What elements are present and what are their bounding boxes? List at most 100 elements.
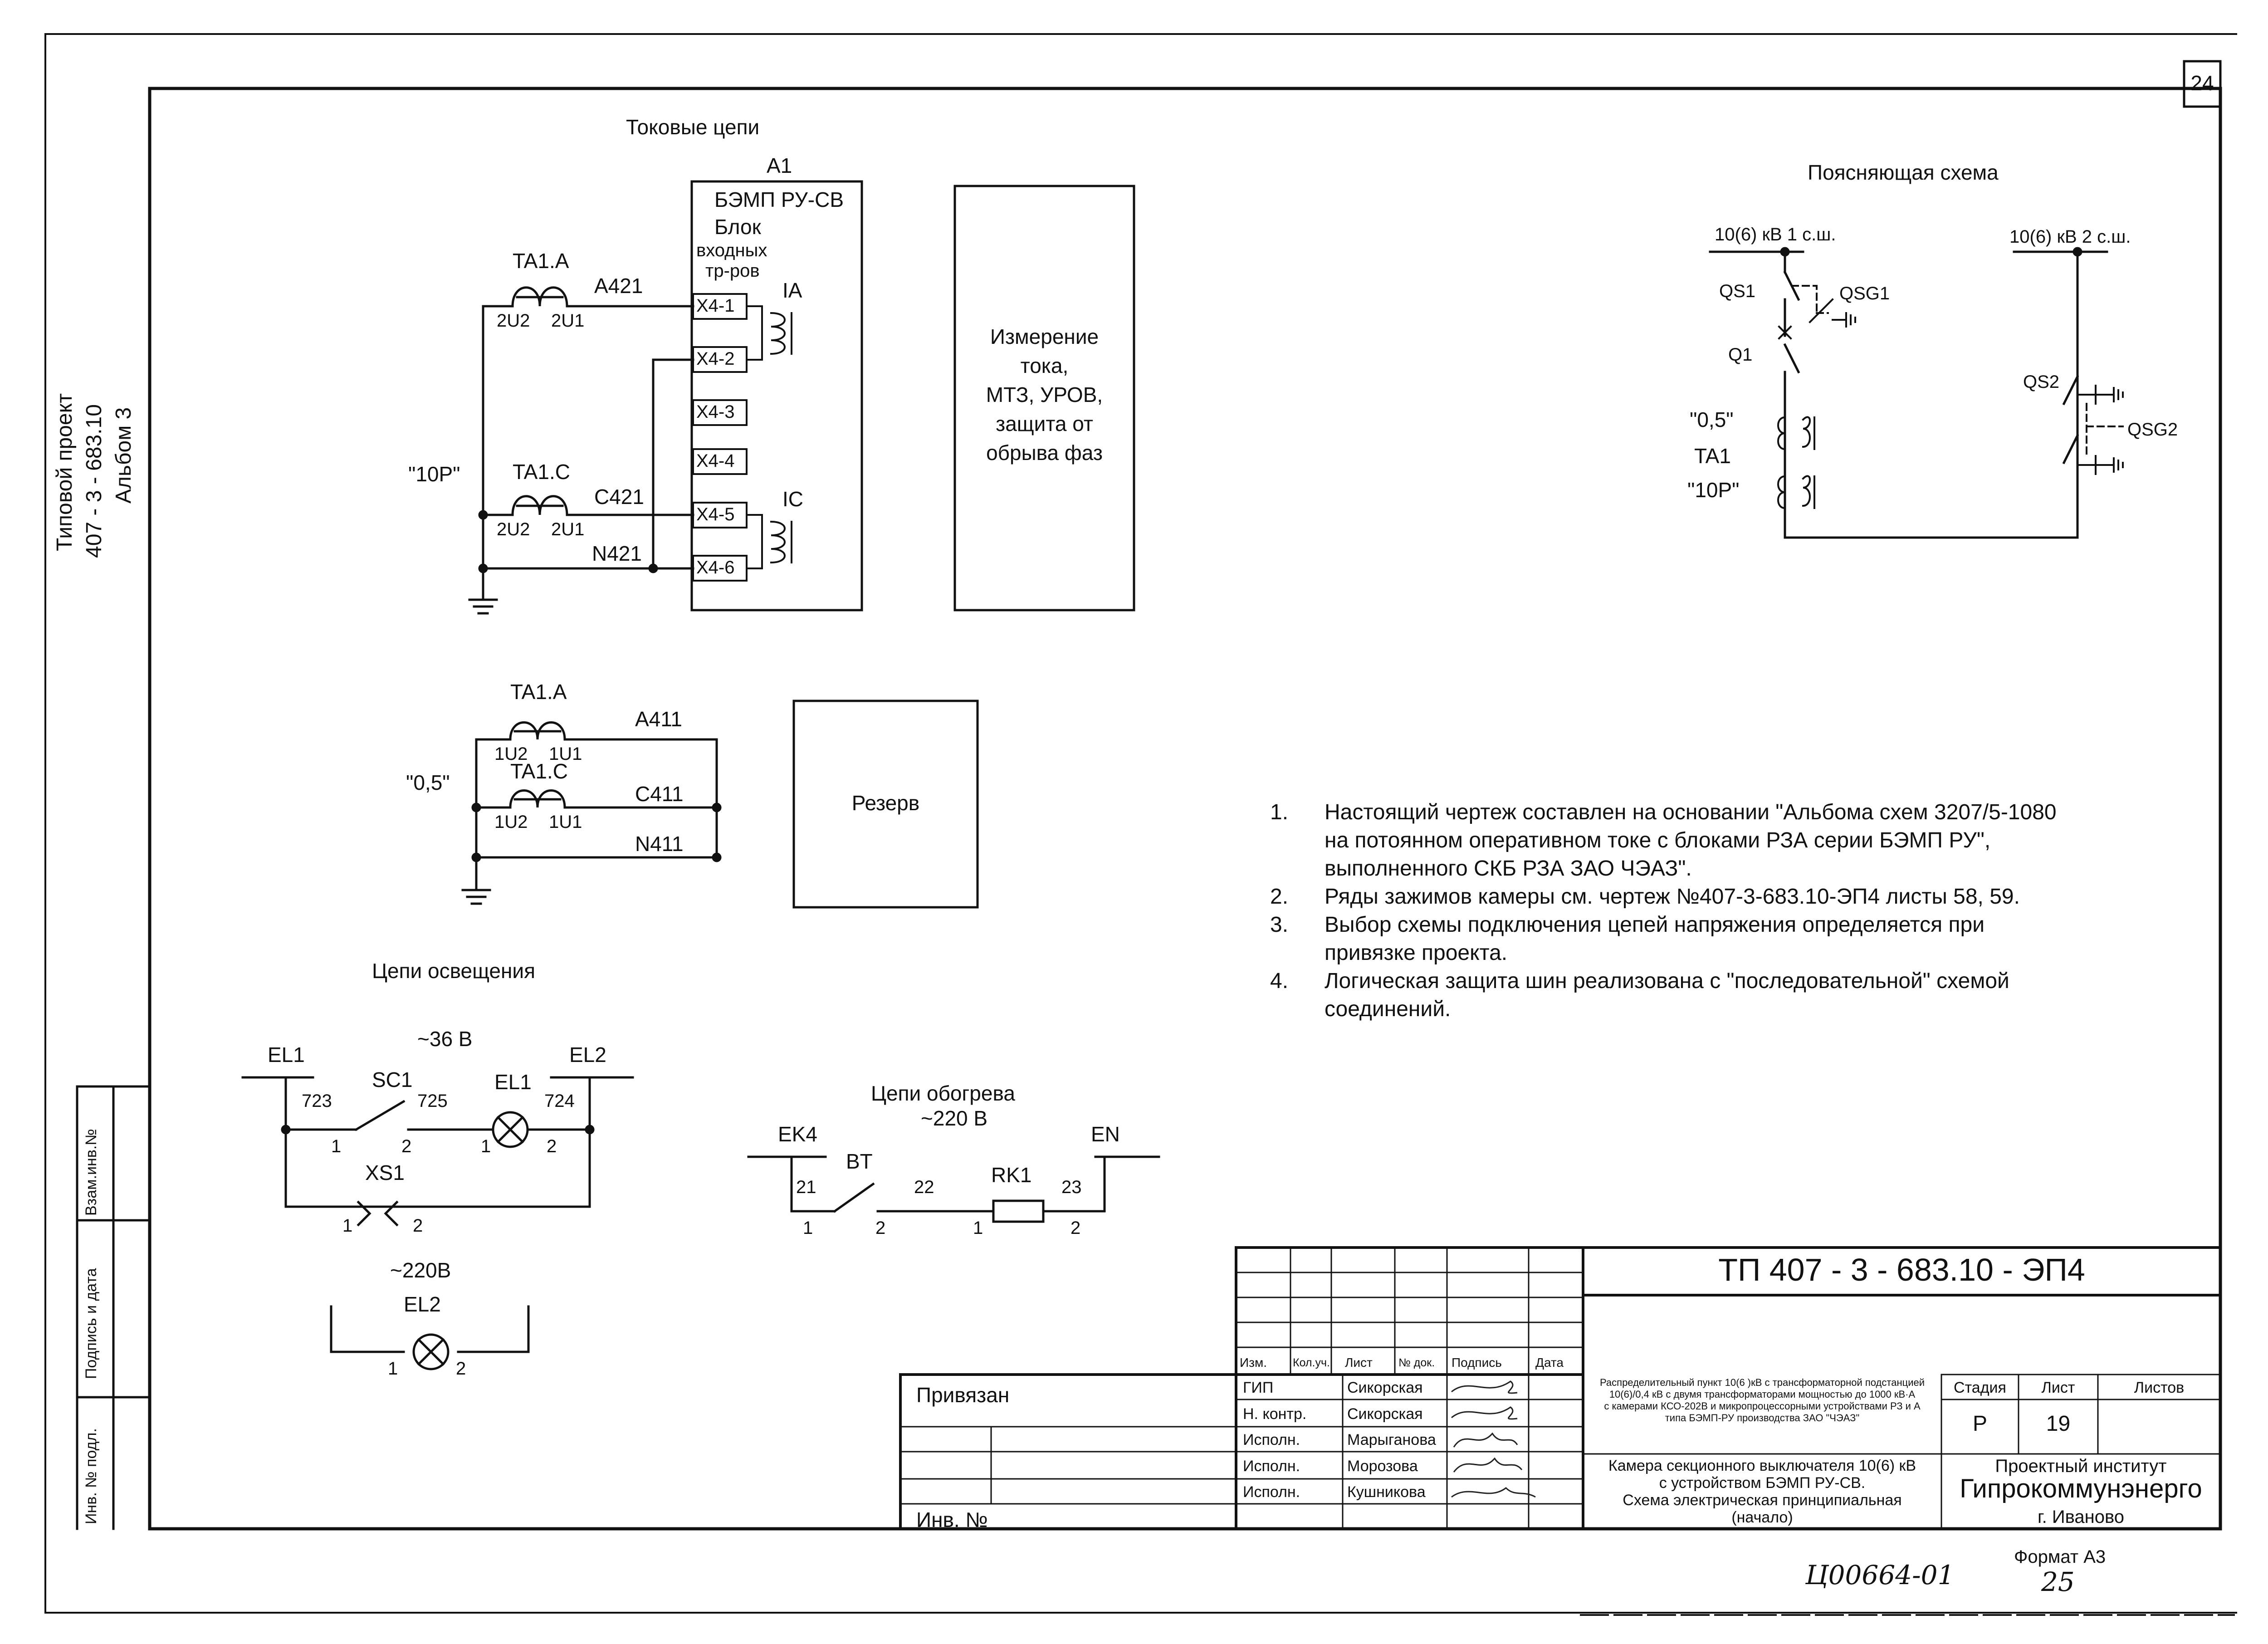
pin-1u2-a: 1U2 bbox=[494, 744, 528, 764]
pin-2u2-c: 2U2 bbox=[497, 519, 530, 539]
measure-line5: обрыва фаз bbox=[986, 441, 1103, 465]
notes-list: 1.Настоящий чертеж составлен на основани… bbox=[1270, 798, 2132, 1023]
wire-a411: A411 bbox=[635, 707, 683, 731]
hdr-data: Дата bbox=[1535, 1355, 1564, 1370]
xs1-pin2: 2 bbox=[413, 1216, 423, 1236]
class-10p-expl: "10P" bbox=[1687, 478, 1740, 502]
name-4: Морозова bbox=[1347, 1458, 1418, 1475]
ta1a-label: TA1.A bbox=[513, 249, 569, 273]
terminal-x4-5: X4-5 bbox=[696, 504, 735, 524]
hdr-list: Лист bbox=[1345, 1355, 1373, 1370]
class-10p-label: "10P" bbox=[408, 462, 460, 486]
page-number-handwritten: 25 bbox=[2041, 1566, 2075, 1597]
ta1c-label: TA1.C bbox=[513, 460, 570, 484]
q1-label: Q1 bbox=[1728, 345, 1753, 365]
ta1-expl: TA1 bbox=[1694, 444, 1731, 468]
role-3: Исполн. bbox=[1243, 1431, 1300, 1448]
wire-c421: C421 bbox=[594, 485, 644, 509]
el1-lamp-label: EL1 bbox=[494, 1070, 532, 1094]
pin-1u1-a: 1U1 bbox=[549, 744, 582, 764]
lighting-title: Цепи освещения bbox=[372, 959, 536, 983]
wire-724: 724 bbox=[544, 1091, 575, 1111]
role-1: ГИП bbox=[1243, 1379, 1274, 1396]
archive-number: Ц00664-01 bbox=[1805, 1560, 1955, 1590]
note-item: 3.Выбор схемы подключения цепей напряжен… bbox=[1270, 913, 1984, 965]
qs1-label: QS1 bbox=[1719, 281, 1756, 301]
terminal-x4-6: X4-6 bbox=[696, 558, 735, 577]
en-label: EN bbox=[1091, 1122, 1120, 1146]
ek4-label: EK4 bbox=[778, 1122, 817, 1146]
terminal-x4-3: X4-3 bbox=[696, 402, 735, 422]
wire-a421: A421 bbox=[594, 274, 643, 298]
el2-pin1: 1 bbox=[388, 1359, 398, 1379]
org-line3: г. Иваново bbox=[2037, 1507, 2125, 1527]
rk1-pin2: 2 bbox=[1070, 1218, 1081, 1238]
ta1a-meas-label: TA1.A bbox=[510, 680, 567, 704]
stadia-label: Стадия bbox=[1954, 1379, 2006, 1396]
inv-label: Инв. № bbox=[916, 1508, 988, 1531]
measure-line2: тока, bbox=[1020, 354, 1069, 377]
device-block-line1: Блок bbox=[714, 215, 761, 239]
hdr-koluch: Кол.уч. bbox=[1293, 1356, 1330, 1369]
class-05-label: "0,5" bbox=[406, 771, 450, 794]
note-item: 4.Логическая защита шин реализована с "п… bbox=[1270, 969, 2009, 1021]
name-3: Марыганова bbox=[1347, 1431, 1436, 1448]
list-value: 19 bbox=[2046, 1412, 2071, 1436]
sheet-number: 24 bbox=[2190, 71, 2214, 95]
device-block-line2: входных bbox=[696, 240, 767, 260]
note-item: 1.Настоящий чертеж составлен на основани… bbox=[1270, 800, 2057, 881]
wire-22: 22 bbox=[914, 1177, 934, 1197]
hdr-podpis: Подпись bbox=[1452, 1355, 1502, 1370]
heating-voltage: ~220 В bbox=[921, 1106, 988, 1130]
list-label: Лист bbox=[2041, 1379, 2075, 1396]
xs1-pin1: 1 bbox=[342, 1216, 353, 1236]
listov-label: Листов bbox=[2134, 1379, 2185, 1396]
bus2-label: 10(6) кВ 2 с.ш. bbox=[2009, 227, 2131, 247]
note-item: 2.Ряды зажимов камеры см. чертеж №407-3-… bbox=[1270, 885, 2020, 909]
class-05-expl: "0,5" bbox=[1690, 408, 1734, 431]
bt-pin1: 1 bbox=[803, 1218, 813, 1238]
wire-c411: C411 bbox=[635, 782, 684, 806]
heating-title: Цепи обогрева bbox=[871, 1081, 1015, 1105]
xs1-label: XS1 bbox=[365, 1161, 405, 1184]
drawing-code: ТП 407 - 3 - 683.10 - ЭП4 bbox=[1718, 1252, 2085, 1287]
sc1-pin2: 2 bbox=[401, 1136, 412, 1156]
sc1-label: SC1 bbox=[372, 1068, 413, 1091]
org-line2: Гипрокоммунэнерго bbox=[1960, 1474, 2202, 1503]
rk1-pin1: 1 bbox=[973, 1218, 983, 1238]
wire-23: 23 bbox=[1061, 1177, 1082, 1197]
bus1-label: 10(6) кВ 1 с.ш. bbox=[1715, 225, 1836, 245]
object-description: Распределительный пункт 10(6 )кВ с транс… bbox=[1599, 1377, 1925, 1424]
device-name: БЭМП РУ-СВ bbox=[714, 188, 844, 211]
qsg2-label: QSG2 bbox=[2127, 420, 2178, 440]
explanatory-title: Поясняющая схема bbox=[1808, 161, 1999, 184]
name-5: Кушникова bbox=[1347, 1483, 1426, 1501]
reserve-label: Резерв bbox=[851, 791, 920, 815]
pin-2u1-c: 2U1 bbox=[551, 519, 585, 539]
device-block-line3: тр-ров bbox=[705, 261, 760, 281]
bt-label: BT bbox=[846, 1150, 873, 1173]
sc1-pin1: 1 bbox=[331, 1136, 342, 1156]
measure-box-text: Измерение тока, МТЗ, УРОВ, защита от обр… bbox=[955, 322, 1134, 467]
stadia-value: Р bbox=[1972, 1412, 1987, 1436]
org-line1: Проектный институт bbox=[1995, 1456, 2167, 1476]
coil-ic-label: IC bbox=[782, 487, 803, 511]
el2-bus-label: EL2 bbox=[569, 1043, 606, 1067]
hdr-ndok: № док. bbox=[1398, 1356, 1435, 1369]
terminal-x4-2: X4-2 bbox=[696, 349, 735, 369]
el2-lamp-label: EL2 bbox=[404, 1292, 441, 1316]
coil-ia-label: IA bbox=[782, 279, 802, 302]
name-1: Сикорская bbox=[1347, 1379, 1423, 1396]
bt-pin2: 2 bbox=[875, 1218, 886, 1238]
pin-2u2-a: 2U2 bbox=[497, 311, 530, 331]
pin-1u2-c: 1U2 bbox=[494, 812, 528, 832]
format-label: Формат А3 bbox=[2014, 1547, 2106, 1567]
ta1c-meas-label: TA1.C bbox=[510, 759, 568, 783]
device-ref: A1 bbox=[767, 154, 792, 177]
privyazan-label: Привязан bbox=[916, 1383, 1010, 1407]
name-2: Сикорская bbox=[1347, 1405, 1423, 1423]
rk1-label: RK1 bbox=[991, 1163, 1032, 1187]
